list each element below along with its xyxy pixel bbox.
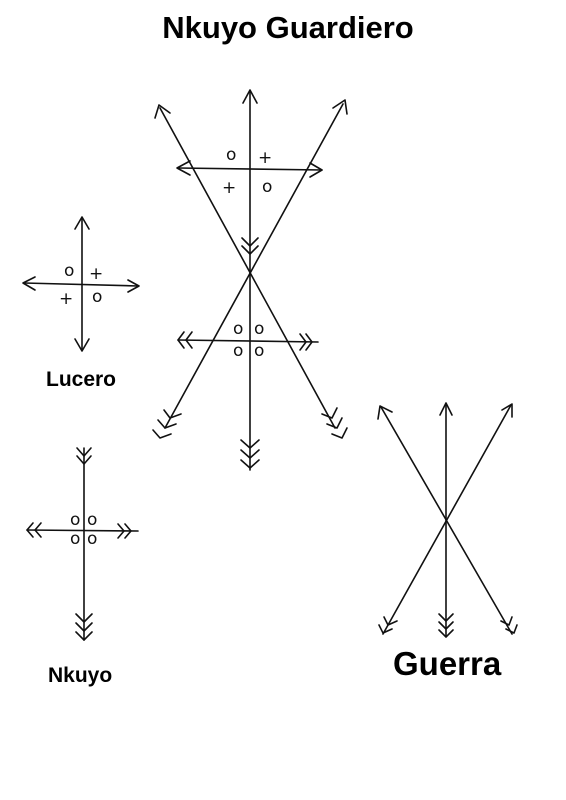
arrowhead-guerra-top-right [501,403,513,418]
mark-circle: o [70,529,80,549]
guerra-caption: Guerra [393,645,502,682]
lucero-figure: o + + o [22,216,140,352]
lucero-horizontal [23,282,139,287]
mark-circle: o [233,319,243,339]
fletching-guerra-center [438,613,454,638]
mark-circle: o [262,177,272,197]
fletching-bottom-right [321,407,348,439]
mark-circle: o [87,510,97,530]
mark-circle: o [233,341,243,361]
arrowhead-crossbar-right [309,162,323,178]
mark-circle: o [70,510,80,530]
arrowhead-lucero-left [22,276,36,291]
guardiero-top-crossbar [177,167,323,171]
lucero-caption: Lucero [46,368,117,391]
fletching-lower-crossbar-right [299,333,313,351]
guardiero-right-diagonal [164,103,344,429]
mark-circle: o [64,261,74,281]
arrowhead-top-left [154,104,171,119]
nkuyo-caption: Nkuyo [48,664,113,687]
guerra-right-diagonal [382,404,512,635]
arrowhead-lucero-bottom [74,338,90,352]
guardiero-figure: o + + o o o o o [152,89,348,471]
nkuyo-horizontal [26,529,139,532]
fletching-center-mid [241,237,259,255]
fletching-nkuyo-right [117,523,132,539]
guardiero-lower-crossbar [177,339,319,343]
mark-circle: o [87,529,97,549]
arrowhead-guerra-top-center [439,402,453,416]
arrowhead-crossbar-left [176,160,191,176]
mark-cross: + [89,264,103,284]
fletching-nkuyo-left [26,522,42,538]
mark-circle: o [254,319,264,339]
guerra-figure [377,402,518,638]
arrowhead-guerra-top-left [377,405,393,420]
fletching-guerra-left [378,616,398,634]
page-title: Nkuyo Guardiero [162,10,414,45]
arrowhead-top-right [332,99,348,115]
mark-circle: o [92,287,102,307]
arrowhead-lucero-right [127,279,140,293]
mark-cross: + [59,289,73,309]
mark-circle: o [226,145,236,165]
fletching-bottom-left [152,409,182,439]
arrowhead-lucero-top [74,216,90,230]
arrowhead-top-center [242,89,258,104]
fletching-guerra-right [500,616,518,634]
fletching-lower-crossbar-left [177,331,193,349]
fletching-nkuyo-top [76,447,92,465]
guardiero-left-diagonal [159,107,336,429]
mark-circle: o [254,341,264,361]
nkuyo-figure: o o o o [26,447,139,641]
mark-cross: + [222,178,236,198]
mark-cross: + [258,148,272,168]
fletching-nkuyo-bottom [75,613,93,641]
fletching-center-bottom [240,439,260,469]
